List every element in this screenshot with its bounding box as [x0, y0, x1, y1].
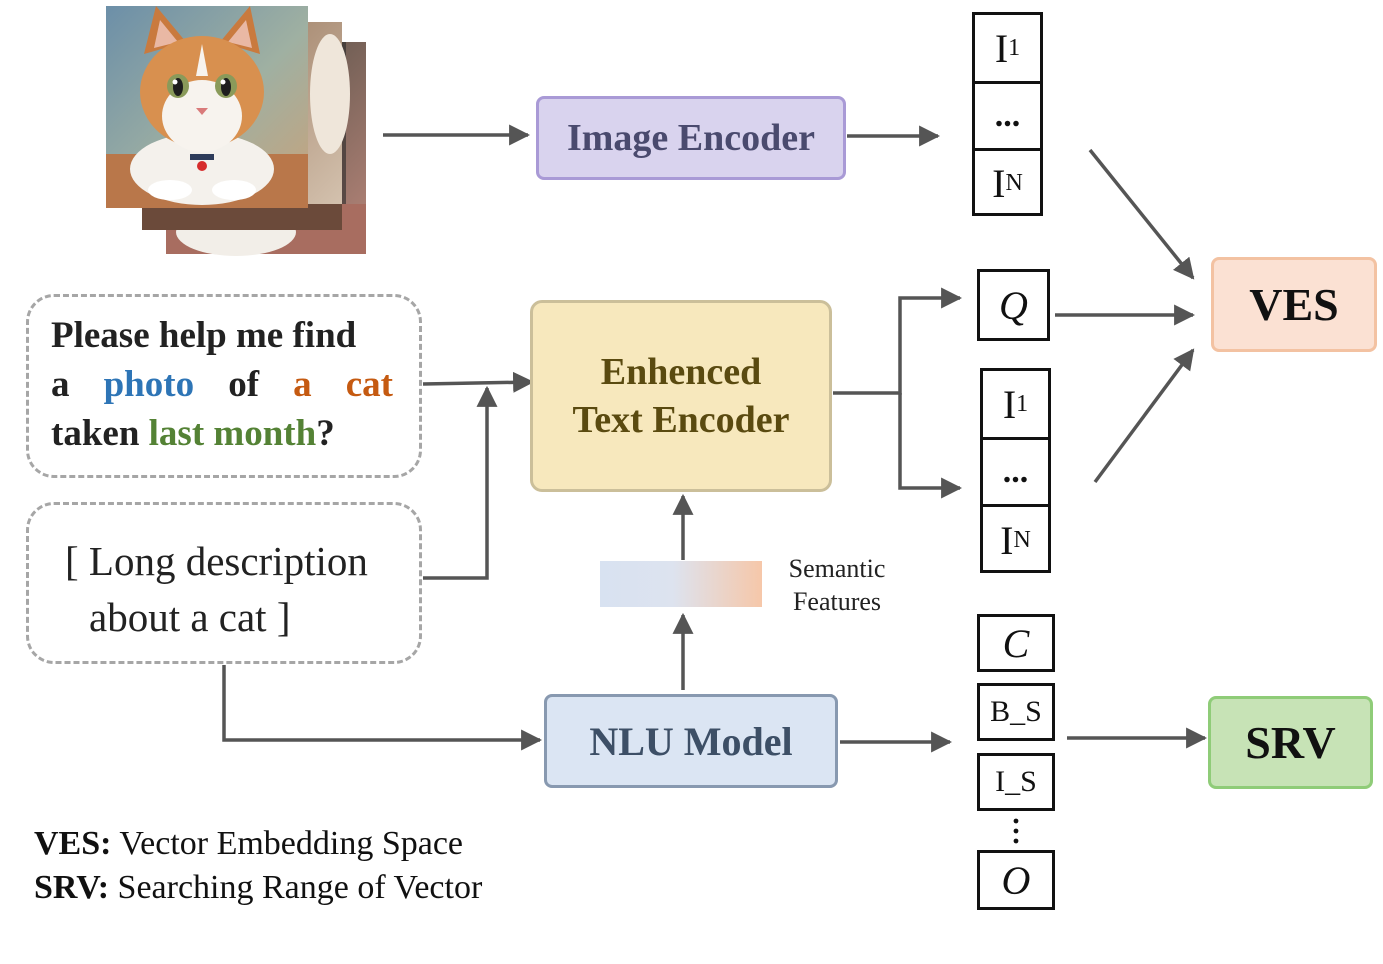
photo-front-cat	[106, 6, 308, 208]
nlu-model-label: NLU Model	[589, 718, 793, 764]
legend-ves: VES: Vector Embedding Space	[34, 825, 464, 862]
output-o: O	[977, 850, 1055, 910]
query-line-2: a photo of a cat	[51, 360, 393, 409]
query-line-1: Please help me find	[51, 315, 357, 356]
arrow-query-to-text-encoder	[422, 371, 535, 393]
arrow-text-encoder-to-q	[833, 287, 963, 395]
arrow-description-to-nlu	[222, 665, 543, 751]
arrow-text-encoder-to-text-embeddings	[898, 393, 963, 499]
srv-label: SRV	[1245, 717, 1336, 768]
description-bubble: [ Long description about a cat ]	[26, 502, 422, 664]
image-encoder-box: Image Encoder	[536, 96, 846, 180]
srv-box: SRV	[1208, 696, 1373, 789]
semantic-features-bar	[600, 561, 762, 607]
arrow-description-to-text-encoder	[423, 385, 498, 580]
output-i-s: I_S	[977, 753, 1055, 811]
query-word-a: a	[293, 364, 312, 405]
legend-srv: SRV: Searching Range of Vector	[34, 869, 483, 906]
arrow-text-embeddings-to-ves	[1093, 348, 1195, 484]
text-embedding-ellipsis: ...	[983, 440, 1048, 507]
nlu-model-box: NLU Model	[544, 694, 838, 788]
ves-label: VES	[1249, 279, 1339, 330]
query-line-3: taken last month?	[51, 413, 335, 454]
query-word: a	[51, 364, 70, 405]
query-vector-q: Q	[977, 269, 1050, 341]
output-c: C	[977, 614, 1055, 672]
image-encoder-label: Image Encoder	[566, 117, 816, 159]
ves-box: VES	[1211, 257, 1377, 352]
ellipsis-dot	[1013, 828, 1019, 834]
query-word: of	[228, 364, 260, 405]
ellipsis-dot	[1013, 818, 1019, 824]
legend: VES: Vector Embedding Space SRV: Searchi…	[34, 822, 482, 910]
arrow-image-embeddings-to-ves	[1088, 148, 1195, 280]
query-word-cat: cat	[345, 364, 393, 405]
cat-photo-stack	[106, 6, 366, 256]
text-encoder-box: Enhenced Text Encoder	[530, 300, 832, 492]
description-line-1: [ Long description	[65, 538, 368, 584]
text-encoder-line-1: Enhenced	[600, 351, 762, 393]
query-word-photo: photo	[103, 364, 195, 405]
ellipsis-dot	[1013, 838, 1019, 844]
query-bubble: Please help me find a photo of a cat tak…	[26, 294, 422, 478]
text-encoder-line-2: Text Encoder	[572, 399, 790, 441]
query-word-last-month: last month	[148, 413, 317, 454]
description-line-2: about a cat ]	[89, 594, 291, 640]
image-embedding-ellipsis: ...	[975, 84, 1040, 151]
semantic-features-label: Semantic Features	[788, 554, 886, 616]
output-b-s: B_S	[977, 683, 1055, 741]
